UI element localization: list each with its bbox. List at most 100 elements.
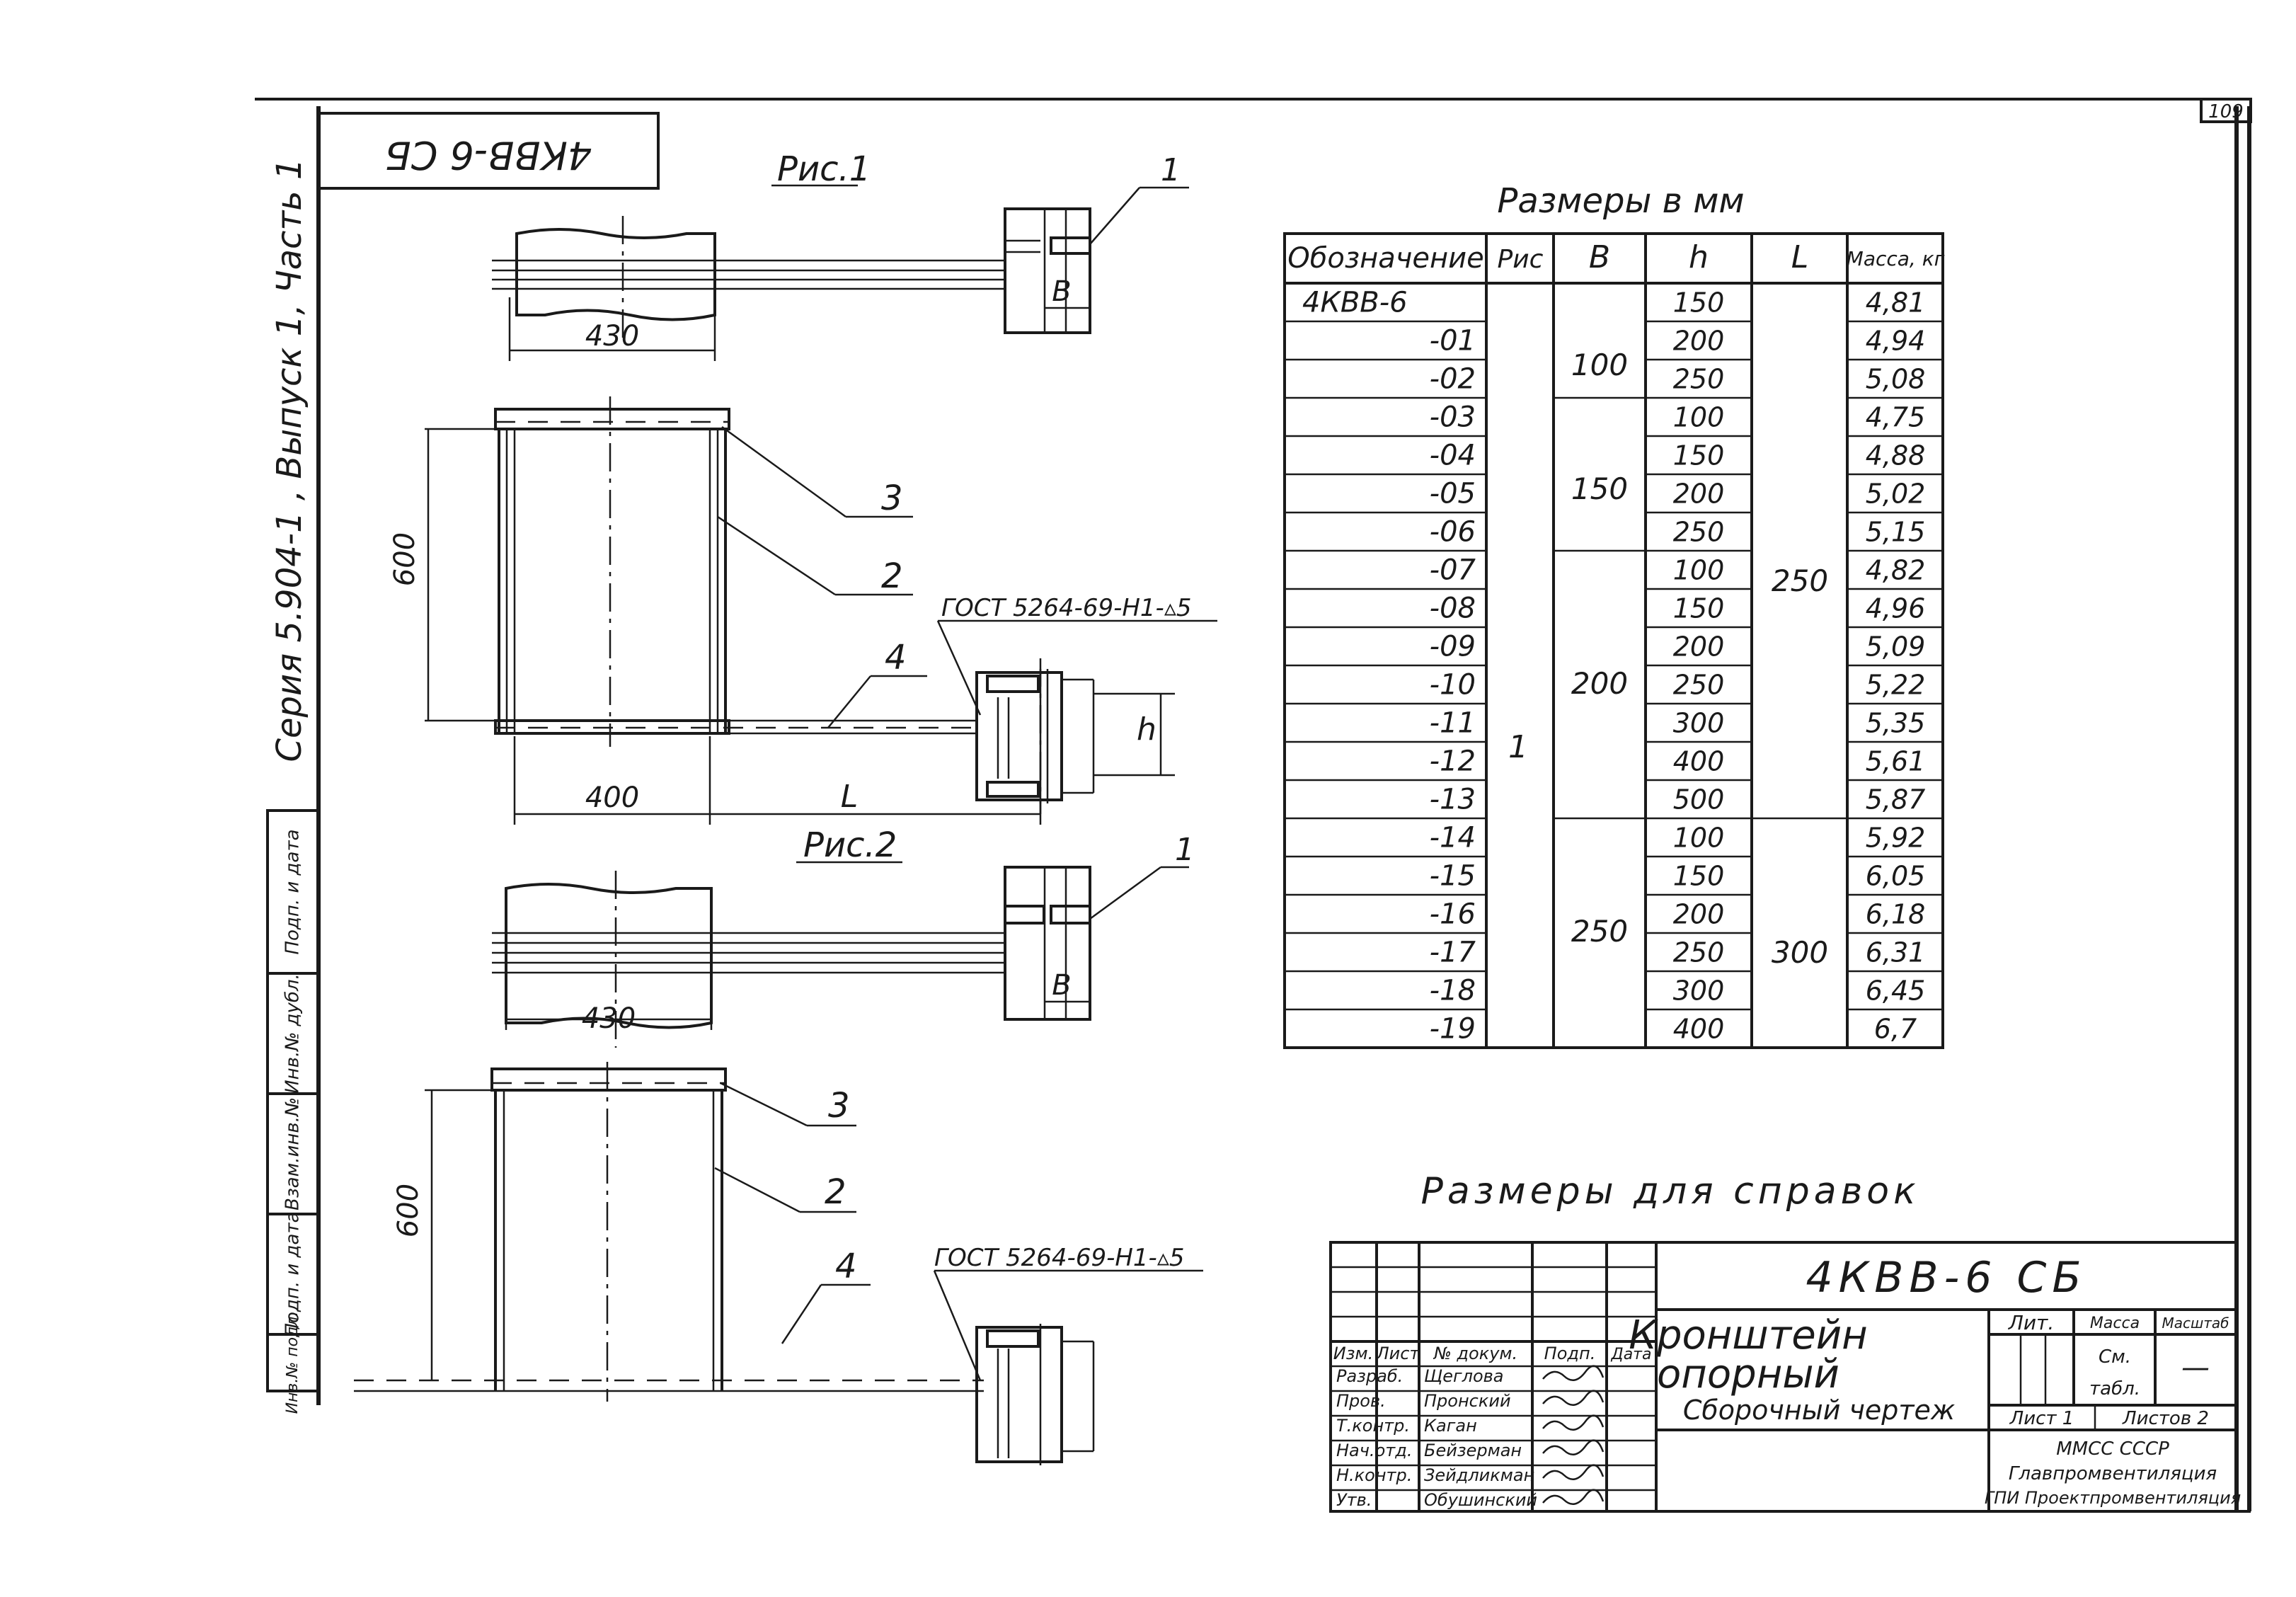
series-stamp: Серия 5.904-1 , Выпуск 1, Часть 1 [270, 159, 309, 762]
fig2-dim-600: 600 [392, 1184, 425, 1237]
merged-l-300: 300 [1772, 935, 1828, 970]
signature-row: Утв. Обушинский [1336, 1489, 1605, 1510]
cell-mass: 6,05 [1866, 861, 1926, 892]
cell-mass: 5,87 [1866, 784, 1926, 815]
col-header-izm: Изм. [1333, 1344, 1373, 1363]
mass-label: Масса [2090, 1315, 2140, 1332]
cell-mass: 5,35 [1866, 708, 1926, 739]
fig2-pos-3: 3 [828, 1086, 850, 1126]
signature-name: Каган [1424, 1416, 1477, 1436]
title-code: 4КВВ-6 СБ [1806, 1253, 2087, 1303]
fig1-pos-3: 3 [881, 479, 903, 518]
fig2-pos-4: 4 [835, 1247, 857, 1286]
cell-designation: -10 [1430, 669, 1476, 702]
page-number: 109 [2208, 101, 2244, 122]
signature-name: Щеглова [1424, 1366, 1504, 1386]
col-header-date: Дата [1611, 1346, 1652, 1363]
cell-h: 200 [1673, 326, 1725, 357]
side-stamp: Подп. и дата Инв.№ дубл. Взам.инв.№ Подп… [266, 809, 320, 1414]
cell-designation: -05 [1430, 478, 1476, 510]
fig1-dim-l: L [841, 779, 859, 815]
side-stamp-field-3: Взам.инв.№ [282, 1097, 304, 1210]
org-line-1: ММСС СССР [2056, 1438, 2169, 1460]
cell-designation: -09 [1430, 631, 1476, 663]
cell-mass: 4,88 [1866, 440, 1926, 471]
signature-row: Нач.отд.Бейзерман [1336, 1439, 1605, 1460]
side-stamp-field-5: Инв.№ подл. [284, 1312, 302, 1414]
mass-value-2: табл. [2089, 1378, 2140, 1399]
cell-h: 300 [1673, 975, 1725, 1007]
cell-h: 200 [1673, 631, 1725, 663]
cell-mass: 6,31 [1866, 937, 1926, 968]
signature-role: Пров. [1336, 1391, 1386, 1411]
cell-designation: -02 [1430, 363, 1476, 396]
merged-l-250: 250 [1772, 563, 1828, 598]
cell-mass: 4,81 [1866, 287, 1926, 319]
title-block-roles: Разраб.ЩегловаПров.ПронскийТ.контр.Каган… [1336, 1365, 1605, 1510]
org-line-2: Главпромвентиляция [2009, 1463, 2217, 1484]
lit-label: Лит. [2008, 1311, 2054, 1334]
title-subtitle: Сборочный чертеж [1683, 1395, 1955, 1426]
fig1-dim-600: 600 [389, 532, 421, 586]
fig1-dim-430: 430 [585, 320, 639, 353]
cell-designation: -14 [1430, 822, 1476, 854]
cell-mass: 4,94 [1866, 326, 1926, 357]
cell-h: 200 [1673, 479, 1725, 510]
signature-row: Разраб.Щеглова [1336, 1365, 1605, 1386]
signature-row: Н.контр.Зейдликман [1336, 1464, 1605, 1485]
code-stamp: 4КВВ-6 СБ [317, 112, 660, 190]
cell-h: 150 [1673, 861, 1725, 892]
scale-label: Масштаб [2162, 1315, 2229, 1332]
table-row-lines [1285, 320, 1943, 1011]
cell-designation: -18 [1430, 975, 1476, 1007]
cell-h: 150 [1673, 440, 1725, 471]
cell-mass: 6,7 [1874, 1014, 1917, 1045]
cell-h: 250 [1673, 517, 1725, 548]
cell-designation: -03 [1430, 401, 1476, 434]
signature-role: Утв. [1336, 1490, 1372, 1510]
cell-mass: 5,09 [1866, 631, 1926, 663]
cell-designation: -11 [1430, 707, 1476, 740]
cell-h: 100 [1673, 555, 1725, 586]
fig1-pos-2: 2 [881, 556, 903, 596]
code-stamp-text: 4КВВ-6 СБ [385, 132, 592, 177]
header-mass: Масса, кг [1847, 247, 1945, 270]
fig1-label: Рис.1 [777, 149, 871, 189]
table-row: -09 200 5,09 [1430, 631, 1926, 663]
signature-name: Обушинский [1424, 1490, 1537, 1510]
signature-scribble [1542, 1414, 1605, 1431]
fig2-pos-2: 2 [825, 1172, 846, 1212]
table-caption: Размеры в мм [1497, 181, 1744, 221]
figure-2: Рис.2 430 B 1 [354, 825, 1203, 1465]
cell-mass: 4,82 [1866, 555, 1926, 586]
cell-mass: 6,45 [1866, 975, 1926, 1007]
fig1-dim-b: B [1052, 275, 1071, 308]
dimensions-table: Размеры в мм Обозначение Рис В h L Масса… [1283, 181, 1945, 1049]
header-b: В [1589, 239, 1610, 275]
header-designation: Обозначение [1287, 242, 1484, 275]
fig2-dim-430: 430 [582, 1002, 636, 1035]
cell-mass: 5,92 [1866, 823, 1926, 854]
sheet-label: Лист 1 [2009, 1408, 2074, 1429]
signature-role: Н.контр. [1336, 1465, 1412, 1485]
table-row: -05 200 5,02 [1430, 478, 1926, 510]
fig2-pos-1: 1 [1175, 832, 1195, 868]
cell-h: 400 [1673, 746, 1725, 777]
table-row: -18 300 6,45 [1430, 975, 1926, 1007]
cell-mass: 5,02 [1866, 479, 1926, 510]
cell-h: 400 [1673, 1014, 1725, 1045]
title-block: Изм. Лист № докум. Подп. Дата Разраб.Щег… [1329, 1241, 2241, 1513]
fig1-pos-4: 4 [885, 638, 907, 677]
reference-note: Размеры для справок [1420, 1170, 1919, 1213]
